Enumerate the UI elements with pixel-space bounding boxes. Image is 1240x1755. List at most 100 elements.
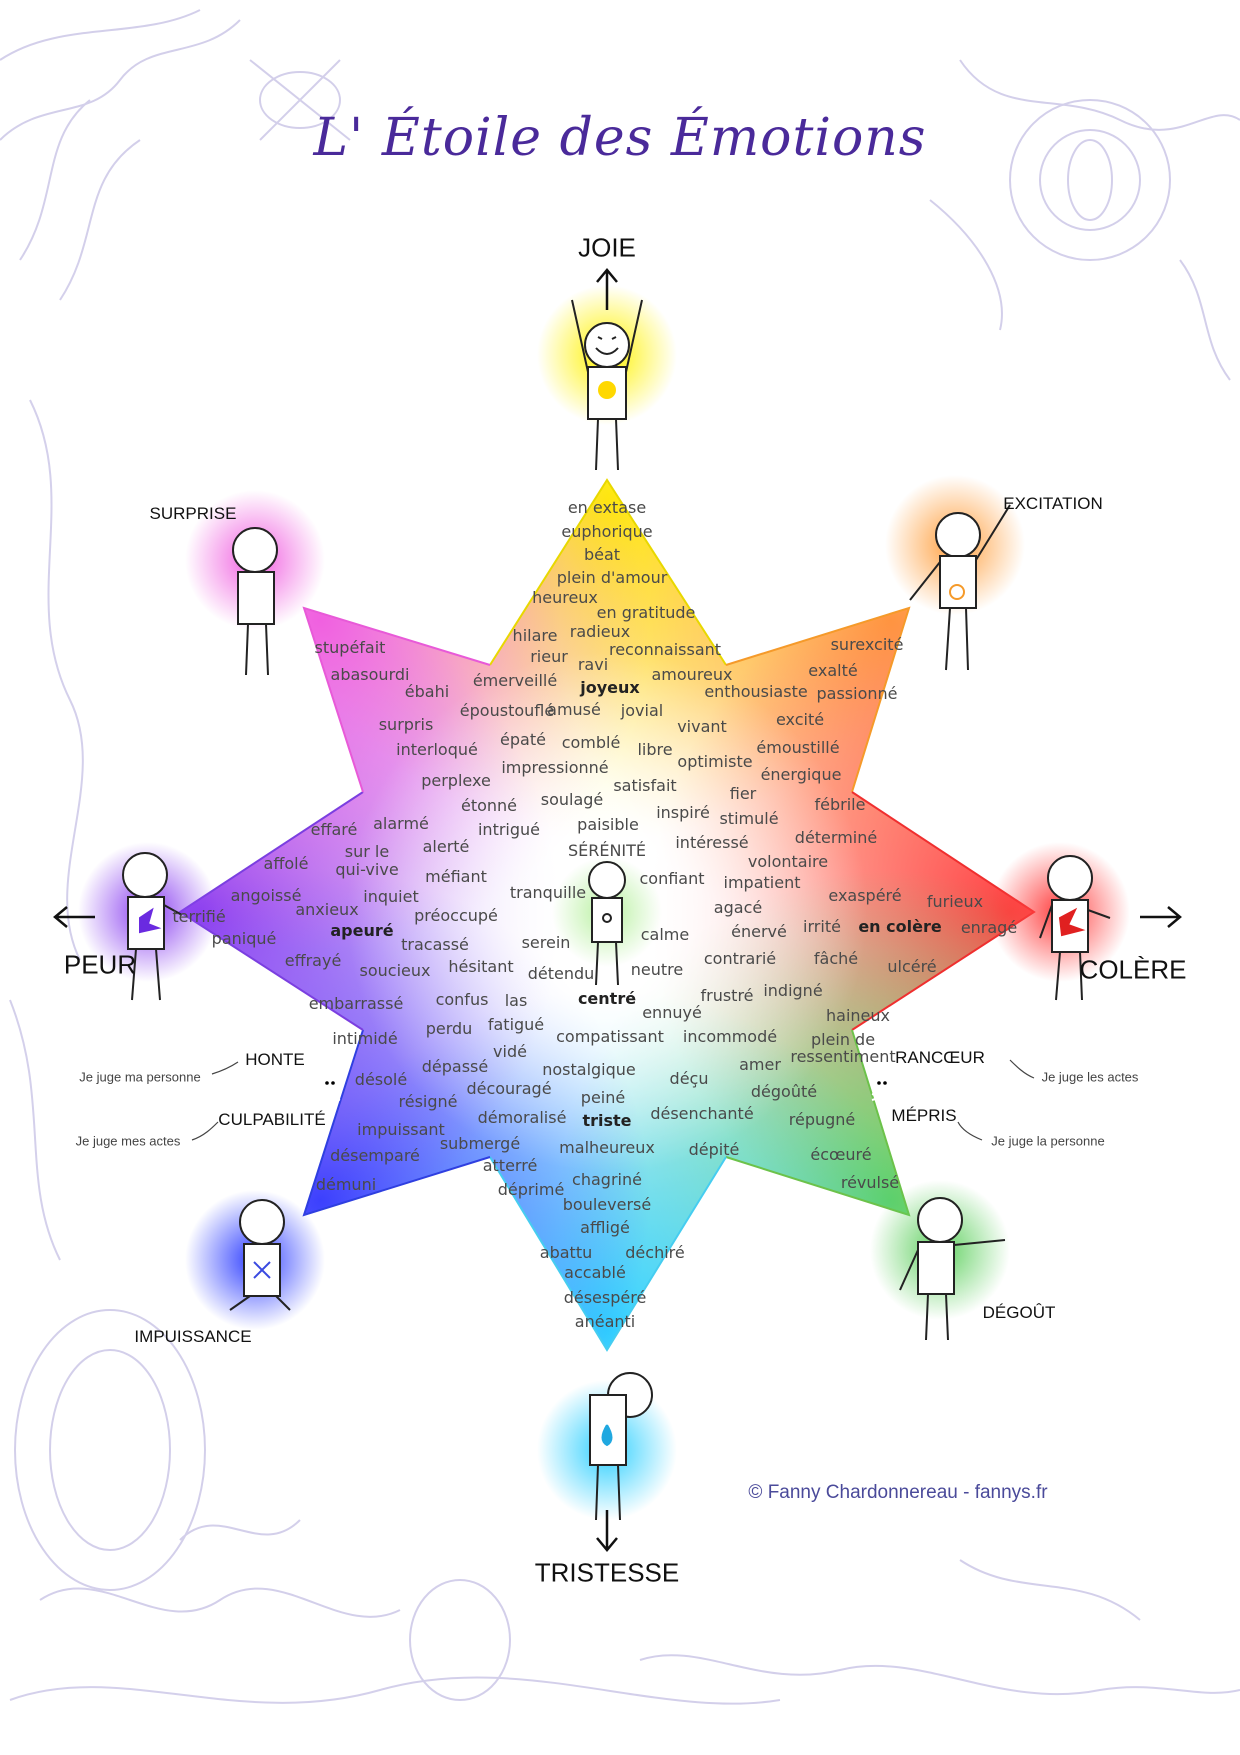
skull-icon	[871, 1077, 893, 1101]
word: intrigué	[477, 820, 541, 839]
word: haineux	[826, 1006, 890, 1025]
word: plein d'amour	[556, 568, 668, 587]
word: irrité	[803, 917, 841, 936]
word: calme	[640, 925, 690, 944]
word: démuni	[315, 1175, 377, 1194]
word: dépassé	[421, 1057, 489, 1076]
degout-figure	[899, 1197, 1006, 1341]
note-juge-la-personne: Je juge la personne	[991, 1133, 1105, 1149]
word: rieur	[530, 647, 568, 666]
decorative-lace	[0, 9, 1240, 1705]
word: agacé	[713, 898, 763, 917]
word: stupéfait	[314, 638, 386, 657]
word: épaté	[500, 730, 546, 749]
word: écœuré	[810, 1145, 872, 1164]
word: béat	[583, 545, 621, 564]
word: las	[504, 991, 528, 1010]
word: fébrile	[814, 795, 866, 814]
word: effrayé	[284, 951, 342, 970]
word: paniqué	[211, 929, 277, 948]
word: confus	[435, 990, 489, 1009]
word: ennuyé	[642, 1003, 702, 1022]
word: hilare	[512, 626, 558, 645]
word: perplexe	[421, 771, 491, 790]
word: époustouflé	[459, 701, 555, 720]
excitation-figure	[909, 504, 1011, 671]
word: radieux	[569, 622, 631, 641]
word: optimiste	[677, 752, 753, 771]
word: tracassé	[401, 935, 469, 954]
word: impatient	[723, 873, 801, 892]
word: anxieux	[295, 900, 359, 919]
copyright: © Fanny Chardonnereau - fannys.fr	[748, 1482, 1048, 1503]
word: répugné	[788, 1110, 856, 1129]
colere-figure	[1039, 855, 1111, 1001]
word: émerveillé	[472, 671, 558, 690]
word: compatissant	[556, 1027, 664, 1046]
word: en extase	[567, 498, 647, 517]
degout-label: DÉGOÛT	[982, 1303, 1056, 1322]
rancoeur-label: RANCŒUR	[895, 1048, 985, 1067]
word: désenchanté	[650, 1104, 754, 1123]
surprise-figure	[232, 527, 278, 676]
word: désolé	[354, 1070, 408, 1089]
word: indigné	[763, 981, 823, 1000]
word: alerté	[422, 837, 470, 856]
word: inquiet	[363, 887, 419, 906]
word: plein de	[810, 1030, 876, 1049]
word: excité	[775, 710, 825, 729]
word: volontaire	[747, 852, 829, 871]
word: serein	[521, 933, 571, 952]
word: fâché	[813, 949, 859, 968]
page-title: L' Étoile des Émotions	[313, 108, 927, 168]
word: découragé	[466, 1079, 552, 1098]
word: préoccupé	[414, 906, 498, 925]
word: déchiré	[625, 1243, 685, 1262]
word: ressentiment	[790, 1047, 896, 1066]
word: inspiré	[656, 803, 710, 822]
word: apeuré	[330, 921, 394, 940]
word: affolé	[263, 854, 309, 873]
culpabilite-label: CULPABILITÉ	[218, 1110, 326, 1129]
word: ulcéré	[887, 957, 937, 976]
word: soucieux	[359, 961, 431, 980]
word: surexcité	[830, 635, 904, 654]
word: abattu	[539, 1243, 593, 1262]
impuissance-figure	[229, 1199, 291, 1311]
word: soulagé	[540, 790, 604, 809]
word: vivant	[677, 717, 727, 736]
word: triste	[582, 1111, 632, 1130]
note-juge-ma-personne: Je juge ma personne	[79, 1069, 201, 1085]
word: démoralisé	[477, 1108, 567, 1127]
word: exalté	[808, 661, 858, 680]
word: impressionné	[501, 758, 609, 777]
word: amusé	[547, 700, 601, 719]
word: tranquille	[509, 883, 587, 902]
word: paisible	[577, 815, 639, 834]
direction-arrows	[53, 268, 1182, 1552]
centre-label: centré	[577, 989, 637, 1008]
word: contrarié	[703, 949, 777, 968]
word: effaré	[310, 820, 358, 839]
impuissance-label: IMPUISSANCE	[134, 1327, 252, 1346]
word: dégoûté	[750, 1082, 818, 1101]
word: libre	[637, 740, 673, 759]
word: étonné	[460, 796, 518, 815]
peur-label: PEUR	[63, 949, 137, 980]
colere-label: COLÈRE	[1079, 954, 1187, 985]
excitation-label: EXCITATION	[1003, 494, 1103, 513]
word: amoureux	[651, 665, 733, 684]
word: frustré	[700, 986, 754, 1005]
word: malheureux	[559, 1138, 655, 1157]
word: énervé	[731, 922, 787, 941]
word: ébahi	[404, 682, 450, 701]
serenite-figure	[588, 861, 626, 986]
word: amer	[739, 1055, 781, 1074]
word: atterré	[482, 1156, 538, 1175]
word: perdu	[425, 1019, 473, 1038]
word: neutre	[630, 960, 684, 979]
word: vidé	[493, 1042, 527, 1061]
word: révulsé	[840, 1173, 900, 1192]
word: angoissé	[230, 886, 302, 905]
word: interloqué	[396, 740, 478, 759]
